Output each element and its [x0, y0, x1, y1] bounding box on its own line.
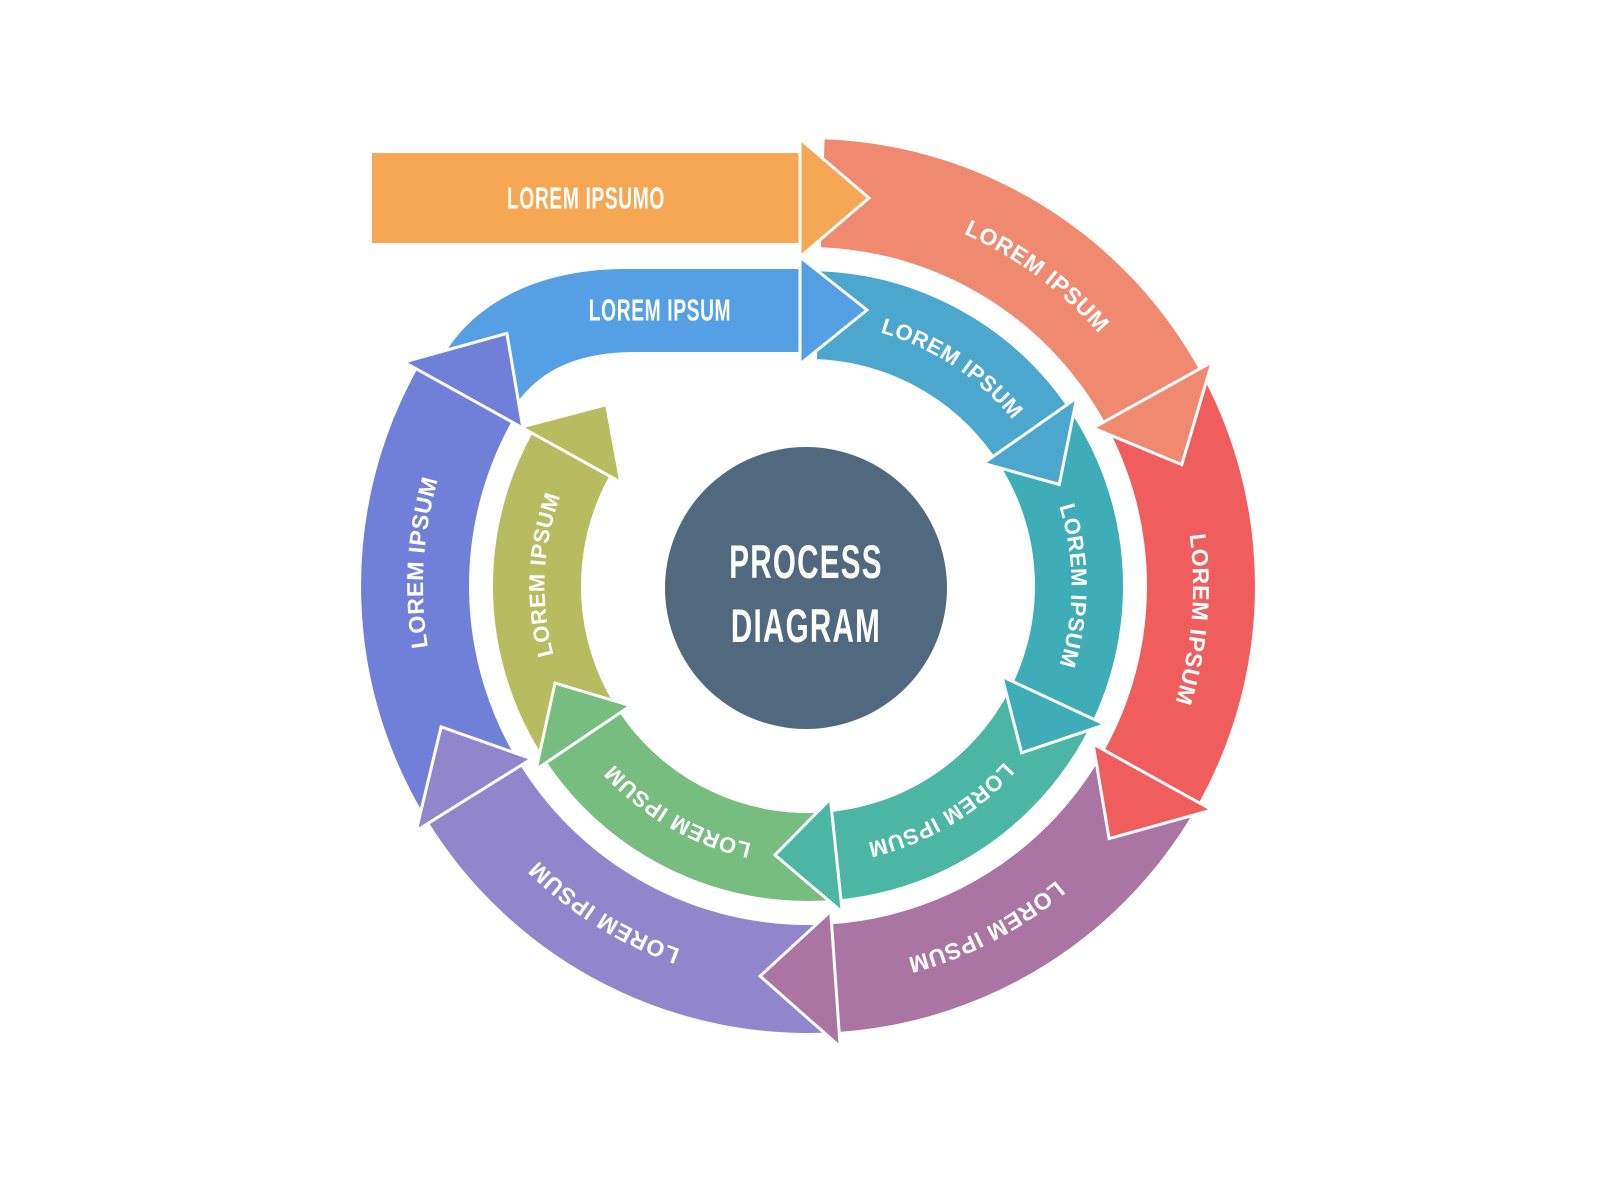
inner-start-bar-arrowhead: [798, 253, 870, 368]
outer-arrow-mauve: [757, 907, 842, 1051]
title-line-1: PROCESS: [729, 536, 883, 589]
inner-arrow-teal-green: [772, 795, 845, 916]
start-bars: [372, 153, 800, 404]
inner-arrow-teal: [999, 673, 1110, 755]
inner-arrow-olive: [517, 402, 623, 486]
inner-arrow-green: [533, 681, 635, 773]
inner-arrow-steel-blue: [979, 394, 1079, 487]
inner-start-bar-label: LOREM IPSUM: [589, 294, 731, 328]
outer-arrow-violet: [413, 724, 535, 835]
title-line-2: DIAGRAM: [731, 600, 881, 653]
outer-arrow-red: [1091, 741, 1217, 841]
ring-bands: [359, 137, 1257, 1035]
center-circle: [665, 447, 947, 729]
outer-start-bar-arrowhead: [798, 135, 872, 261]
inner-start-bar: [441, 269, 800, 404]
outer-arrow-periwinkle: [399, 331, 525, 431]
outer-start-bar: [372, 153, 800, 243]
diagram-center: PROCESS DIAGRAM: [665, 447, 947, 729]
outer-arrow-salmon: [1089, 358, 1215, 467]
outer-start-bar-label: LOREM IPSUMO: [507, 182, 665, 216]
arrowheads: [399, 135, 1217, 1051]
